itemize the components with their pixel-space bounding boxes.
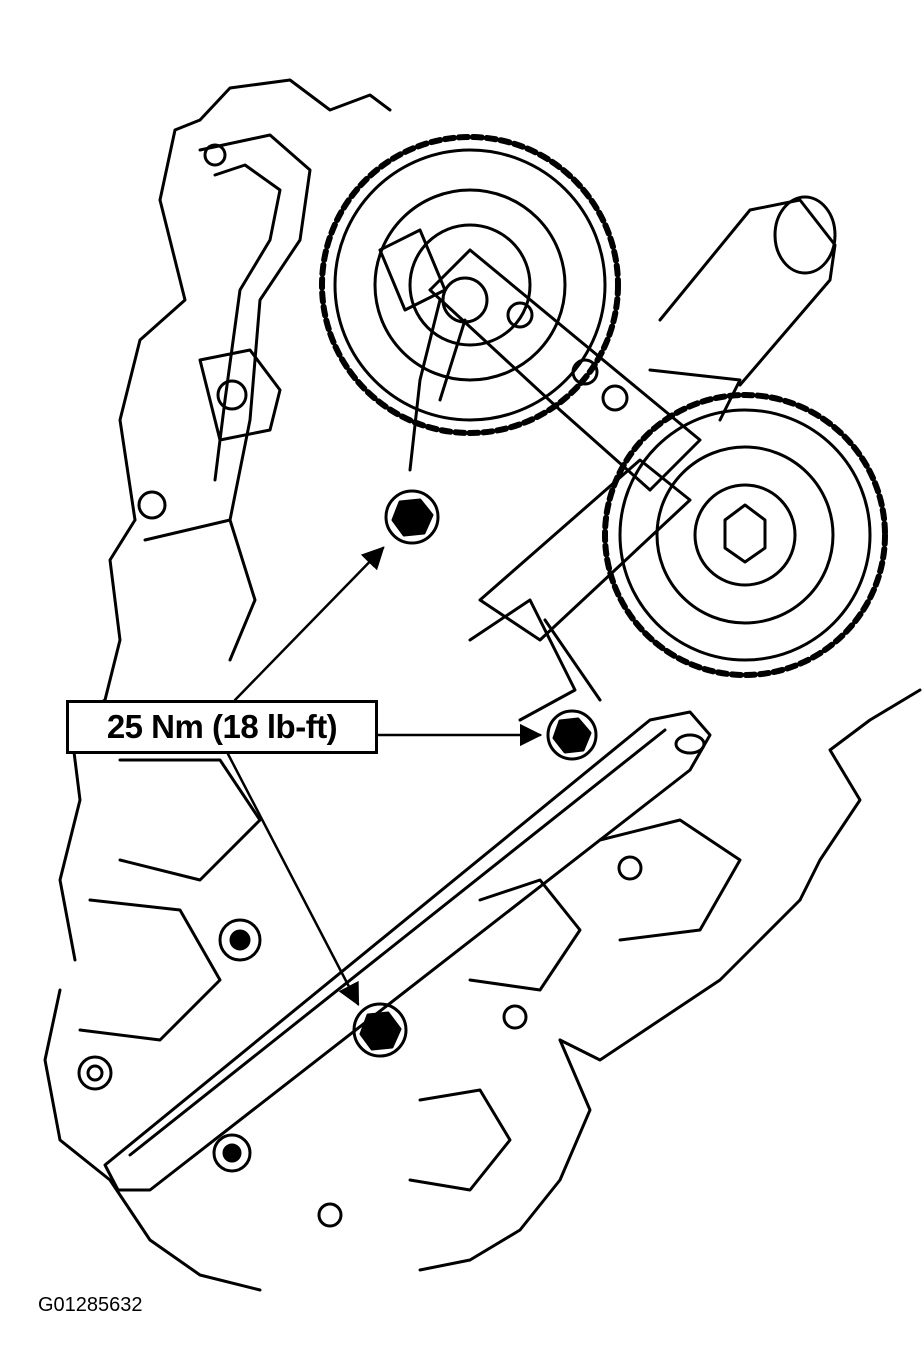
right-block-outline: [408, 688, 922, 1272]
tensioner-arm-upper: [408, 248, 702, 492]
figure-id: G01285632: [38, 1294, 143, 1316]
mounting-holes: [77, 143, 643, 1228]
camshaft-sprocket-upper: [319, 134, 621, 436]
camshaft-journal: [648, 195, 837, 422]
torque-callout: 25 Nm (18 lb-ft): [66, 700, 378, 754]
bolt-upper: [384, 489, 440, 545]
bolt-left: [218, 918, 262, 962]
bolt-middle: [546, 709, 598, 761]
chain-tensioner-lower: [468, 458, 692, 722]
arrow-to-bolt-lower: [226, 752, 360, 1006]
camshaft-sprocket-lower: [602, 392, 888, 678]
engine-block-outline: [43, 78, 392, 1292]
chain-guide: [103, 710, 712, 1192]
bolt-lower: [352, 1002, 408, 1058]
bolt-bottom: [212, 1133, 252, 1173]
leader-arrows: [226, 546, 543, 1006]
arrow-to-bolt-upper: [233, 546, 385, 702]
